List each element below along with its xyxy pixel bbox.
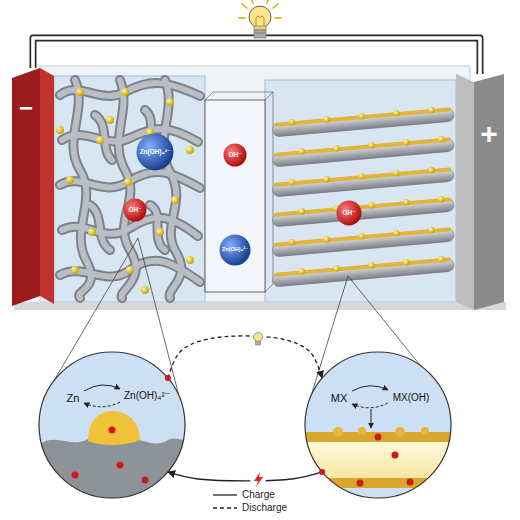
node-outline	[39, 352, 185, 498]
electrode-side	[456, 74, 474, 310]
lightning-icon	[250, 471, 266, 487]
anode-zoom-detail	[39, 352, 190, 500]
current-line	[168, 472, 322, 481]
wire-outline	[33, 38, 480, 74]
hydroxide-ion: OH⁻	[123, 198, 147, 222]
hydroxide-ion: OH⁻	[336, 200, 362, 226]
node-label: +	[480, 119, 498, 149]
small-bulb	[250, 332, 266, 348]
separator	[205, 92, 273, 292]
zincate-ion: Zn(OH)₄²⁻	[136, 133, 174, 171]
zoom-circle-outline	[39, 352, 185, 498]
node-label: Zn(OH)₄²⁻	[124, 391, 170, 401]
ion-sphere	[137, 134, 174, 171]
electron-dot	[165, 375, 171, 381]
node-label: OH⁻	[228, 152, 241, 159]
zinc-particles	[56, 88, 194, 294]
legend-line-sample	[213, 507, 237, 508]
charge-path	[168, 469, 325, 481]
node-label: Zn	[67, 393, 80, 404]
negative-electrode: −	[12, 68, 54, 306]
node-label: Zn(OH)₄²⁻	[222, 247, 248, 253]
electrode-face	[12, 68, 40, 306]
node-label: OH⁻	[128, 207, 141, 214]
legend-label: Discharge	[242, 502, 287, 513]
external-circuit-wire	[33, 38, 480, 74]
discharge-path	[165, 336, 322, 381]
cathode-zoom-detail	[300, 352, 460, 498]
node-label: −	[19, 96, 33, 120]
legend-row: Discharge	[212, 501, 287, 514]
ion-sphere	[124, 199, 147, 222]
ion-sphere	[220, 235, 251, 266]
zoom-circle-outline	[305, 352, 451, 498]
legend: ChargeDischarge	[212, 488, 287, 514]
cathode-rods	[272, 105, 455, 287]
zincate-ion: Zn(OH)₄²⁻	[219, 234, 251, 266]
node-label: Zn(OH)₄²⁻	[140, 149, 171, 156]
anode-zoom-circle: Zn Zn(OH)₄²⁻	[39, 352, 185, 498]
positive-electrode: +	[456, 74, 504, 310]
legend-label: Charge	[242, 489, 275, 500]
zinc-mesh	[60, 80, 200, 298]
battery-case	[14, 66, 506, 310]
node-outline	[305, 352, 451, 498]
legend-line-sample	[213, 494, 237, 495]
node-label: MX	[331, 393, 348, 404]
electrode-side	[40, 68, 54, 304]
current-line	[168, 336, 322, 378]
electron-dot	[319, 469, 325, 475]
hydroxide-ion: OH⁻	[223, 143, 247, 167]
light-bulb	[239, 0, 281, 38]
wire-core	[33, 38, 480, 74]
cathode-zoom-circle: MX MX(OH)	[305, 352, 451, 498]
node-outline	[456, 74, 504, 310]
node-label: MX(OH)	[393, 393, 430, 403]
legend-row: Charge	[212, 488, 287, 501]
ion-sphere	[224, 144, 247, 167]
ion-sphere	[337, 201, 362, 226]
node-label: OH⁻	[342, 210, 355, 217]
electrode-face	[474, 74, 504, 310]
